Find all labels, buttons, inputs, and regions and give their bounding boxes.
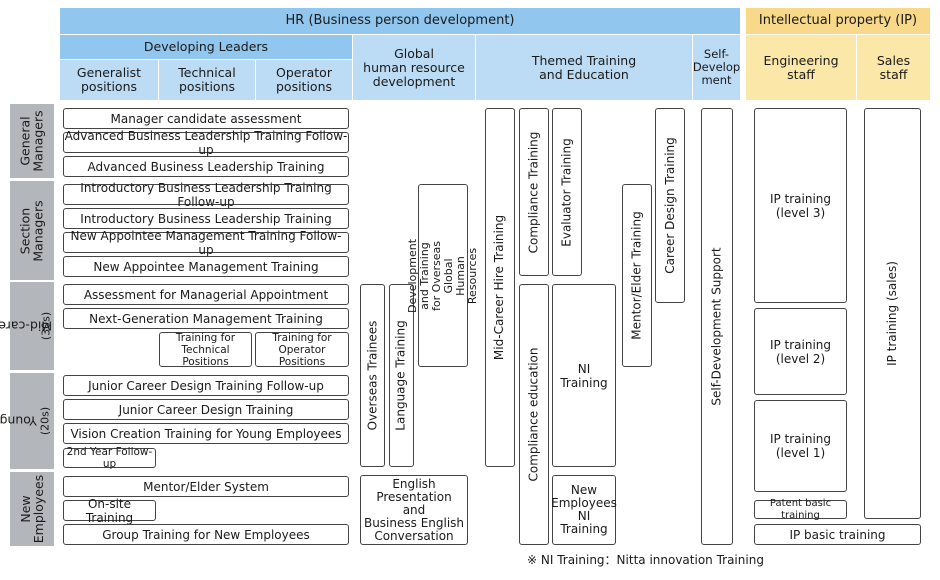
technical-header: Technical positions (159, 60, 255, 100)
ip-training-level-2: IP training (level 2) (754, 308, 847, 395)
nam-training: New Appointee Management Training (63, 256, 349, 277)
abl-followup: Advanced Business Leadership Training Fo… (63, 128, 349, 157)
technical-positions-training: Training for Technical Positions (159, 332, 252, 368)
abl-training: Advanced Business Leadership Training (63, 156, 349, 177)
managerial-appointment-assessment: Assessment for Managerial Appointment (63, 284, 349, 305)
ip-training-sales: IP training (sales) (864, 108, 921, 519)
operator-positions-training: Training for Operator Positions (255, 332, 349, 368)
jcd-training: Junior Career Design Training (63, 399, 349, 420)
nam-followup: New Appointee Management Training Follow… (63, 229, 349, 257)
new-employees-ni-training: New Employees NI Training (551, 475, 617, 545)
self-development-support: Self-Development Support (701, 108, 733, 545)
ip-training-level-3: IP training (level 3) (754, 108, 847, 303)
self-dev-header: Self- Develop ment (693, 35, 740, 100)
english-presentation-training: English Presentation and Business Englis… (360, 475, 468, 545)
hr-header: HR (Business person development) (60, 8, 740, 34)
ibl-followup: Introductory Business Leadership Trainin… (63, 181, 349, 209)
patent-basic-training: Patent basic training (754, 498, 847, 521)
evaluator-training: Evaluator Training (552, 108, 582, 276)
ip-training-level-1: IP training (level 1) (754, 400, 847, 492)
row-young: Young(20s) (0, 373, 54, 469)
row-section-managers: Section Managers (10, 181, 54, 280)
row-general-managers: General Managers (10, 104, 54, 178)
onsite-training: On-site Training (63, 497, 156, 525)
row-mid-career: Mid-career(30s) (0, 282, 54, 370)
footnote: ※ NI Training：Nitta innovation Training (527, 553, 764, 567)
group-training-new-employees: Group Training for New Employees (63, 524, 349, 545)
mid-career-hire-training: Mid-Career Hire Training (485, 108, 515, 467)
mentor-elder-system: Mentor/Elder System (63, 476, 349, 497)
manager-candidate-assessment: Manager candidate assessment (63, 108, 349, 129)
operator-header: Operator positions (256, 60, 352, 100)
vision-creation-training: Vision Creation Training for Young Emplo… (63, 423, 349, 444)
compliance-training: Compliance Training (519, 108, 549, 276)
engineering-header: Engineering staff (746, 35, 856, 100)
mentor-elder-training: Mentor/Elder Training (622, 184, 652, 367)
generalist-header: Generalist positions (60, 60, 158, 100)
second-year-followup: 2nd Year Follow-up (63, 446, 156, 470)
row-new-employees: New Employees (10, 472, 54, 546)
ibl-training: Introductory Business Leadership Trainin… (63, 208, 349, 229)
jcd-followup: Junior Career Design Training Follow-up (63, 375, 349, 396)
next-gen-management: Next-Generation Management Training (63, 308, 349, 329)
career-design-training: Career Design Training (655, 108, 685, 303)
developing-leaders-header: Developing Leaders (60, 35, 352, 59)
global-header: Global human resource development (353, 35, 475, 100)
overseas-trainees: Overseas Trainees (360, 284, 385, 467)
sales-header: Sales staff (857, 35, 930, 100)
compliance-education: Compliance education (519, 284, 549, 545)
ip-basic-training: IP basic training (754, 524, 921, 545)
language-training: Language Training (389, 284, 414, 467)
overseas-global-hr-development: Development and Training for Overseas Gl… (406, 184, 479, 367)
ip-header: Intellectual property (IP) (746, 8, 930, 34)
themed-header: Themed Training and Education (476, 35, 692, 100)
ni-training: NI Training (552, 284, 616, 467)
